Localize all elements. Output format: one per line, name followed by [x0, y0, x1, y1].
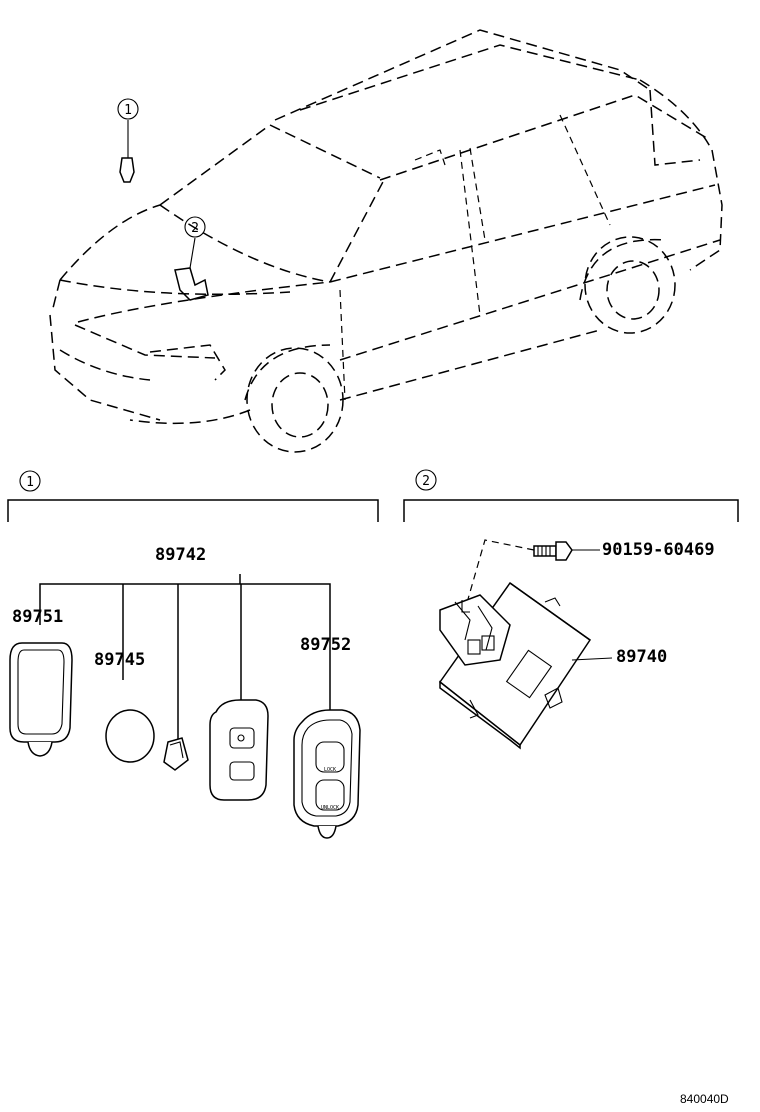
svg-text:2: 2 — [422, 474, 430, 489]
car-illustration — [49, 29, 723, 453]
lock-button-label: LOCK — [324, 767, 336, 773]
transmitter-housing — [209, 699, 269, 801]
part-label-89740: 89740 — [616, 647, 667, 667]
unlock-button-label: UNLOCK — [321, 805, 339, 811]
bolt — [533, 541, 600, 561]
diagram-code: 840040D — [680, 1092, 729, 1106]
part-label-89745: 89745 — [94, 650, 145, 670]
part-label-89752: 89752 — [300, 635, 351, 655]
key-case — [9, 642, 73, 757]
callout-2: 2 — [184, 216, 206, 238]
battery — [105, 709, 155, 763]
section-1-header: 1 — [7, 470, 379, 522]
part-label-90159-60469: 90159-60469 — [602, 540, 715, 560]
receiver-unit — [438, 581, 613, 750]
part-label-89742: 89742 — [155, 545, 206, 565]
callout-1: 1 — [117, 98, 139, 120]
mounting-guide-line — [461, 539, 535, 621]
receiver-location-marker — [174, 267, 209, 301]
svg-text:1: 1 — [26, 475, 34, 490]
svg-text:2: 2 — [191, 221, 199, 236]
o-ring — [163, 737, 189, 771]
set-bracket — [39, 574, 331, 742]
part-label-89751: 89751 — [12, 607, 63, 627]
svg-text:1: 1 — [124, 103, 132, 118]
key-location-marker — [119, 157, 135, 183]
section-2-header: 2 — [403, 469, 739, 522]
transmitter-two-button: LOCK UNLOCK — [293, 709, 361, 839]
